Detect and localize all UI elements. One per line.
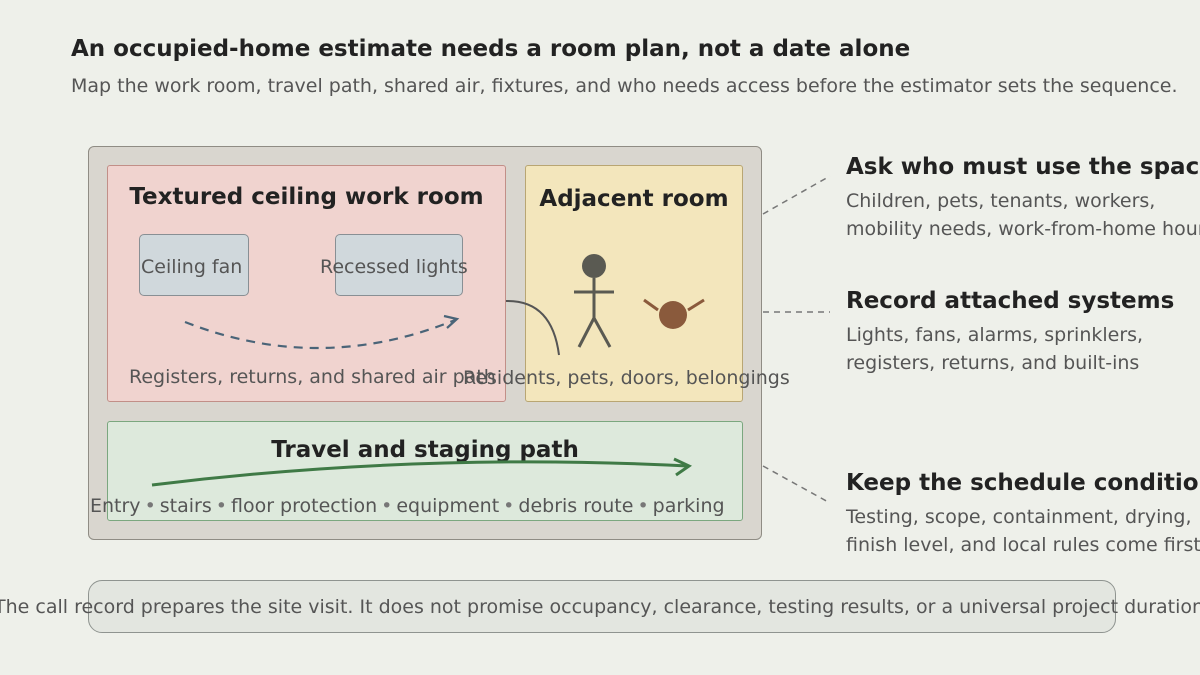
- travel-stop: Entry: [90, 495, 141, 517]
- recessed-lights-label: Recessed lights: [320, 256, 468, 278]
- subhead: Map the work room, travel path, shared a…: [71, 75, 1178, 97]
- pet-icon: [643, 298, 705, 329]
- ceiling-fan-fixture: [139, 234, 249, 296]
- note-title: Keep the schedule conditional: [846, 470, 1200, 496]
- stop-separator: •: [215, 495, 227, 517]
- note-title: Record attached systems: [846, 288, 1175, 314]
- travel-stop: debris route: [518, 495, 634, 517]
- door-swing-icon: [505, 299, 560, 356]
- work-room-title: Textured ceiling work room: [129, 184, 484, 210]
- stop-separator: •: [503, 495, 515, 517]
- headline: An occupied-home estimate needs a room p…: [71, 36, 911, 62]
- recessed-lights-fixture: [335, 234, 463, 296]
- disclaimer-text: The call record prepares the site visit.…: [0, 596, 1200, 618]
- shared-air-arrow: [184, 318, 456, 350]
- travel-stop: stairs: [159, 495, 212, 517]
- travel-path-arrowhead: [673, 457, 693, 477]
- travel-stops: Entry•stairs•floor protection•equipment•…: [90, 495, 725, 517]
- note-body: Testing, scope, containment, drying, fin…: [846, 506, 1200, 556]
- note-body: Children, pets, tenants, workers, mobili…: [846, 190, 1200, 240]
- note-body: Lights, fans, alarms, sprinklers, regist…: [846, 324, 1144, 374]
- travel-path-title: Travel and staging path: [271, 437, 579, 463]
- shared-air-label: Registers, returns, and shared air path: [129, 366, 496, 388]
- travel-stop: equipment: [396, 495, 500, 517]
- shared-air-arrowhead: [443, 314, 460, 329]
- leader-line-3: [762, 465, 831, 504]
- person-icon: [574, 254, 614, 348]
- travel-staging-path: [107, 421, 743, 521]
- stop-separator: •: [144, 495, 156, 517]
- leader-line-1: [762, 175, 831, 215]
- travel-stop: parking: [652, 495, 725, 517]
- disclaimer-pill: [88, 580, 1116, 633]
- ceiling-fan-label: Ceiling fan: [141, 256, 243, 278]
- occupants-label: Residents, pets, doors, belongings: [463, 367, 790, 389]
- stop-separator: •: [637, 495, 649, 517]
- travel-stop: floor protection: [230, 495, 378, 517]
- adjacent-room-title: Adjacent room: [539, 186, 729, 212]
- travel-path-arrow: [151, 460, 689, 487]
- note-title: Ask who must use the space: [846, 154, 1200, 180]
- stop-separator: •: [381, 495, 393, 517]
- adjacent-room: [525, 165, 743, 402]
